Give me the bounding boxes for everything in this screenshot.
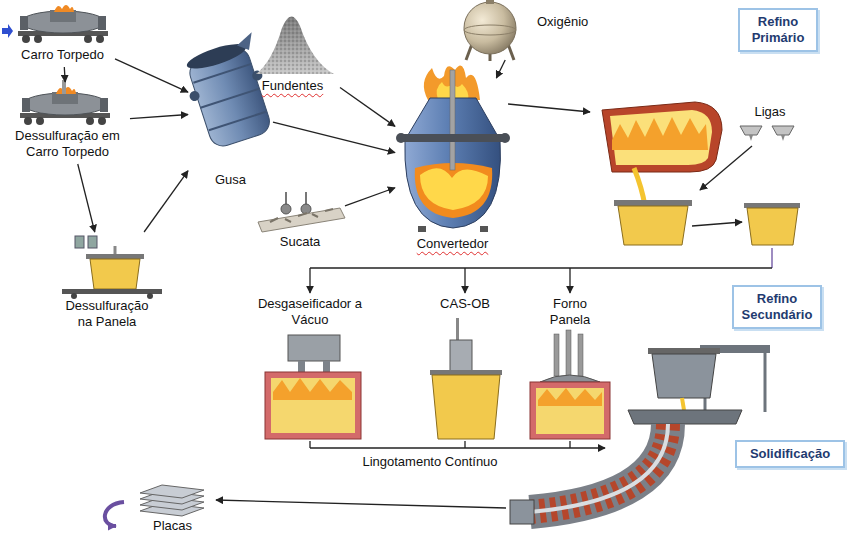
product-node: Placas: [135, 478, 210, 538]
node-label: Carro Torpedo: [10, 47, 115, 63]
flow-arrow: [78, 164, 95, 232]
node-label: Dessulfuração em Carro Torpedo: [5, 128, 130, 160]
node-label: Forno Panela: [540, 296, 600, 328]
equipment-node: Desgaseificador a Vácuo: [255, 296, 365, 441]
equipment-node: Carro Torpedo: [10, 3, 115, 67]
stage-box: Solidificação: [735, 440, 845, 468]
node-label: Ligas: [735, 104, 805, 120]
material-node: Gusa: [188, 30, 273, 193]
node-label: Convertedor: [395, 236, 510, 252]
node-label: Sucata: [255, 234, 345, 250]
flow-arrow: [496, 60, 505, 78]
equipment-node: Convertedor: [395, 78, 510, 256]
node-label: Refino Primário: [745, 14, 811, 46]
flow-arrow: [115, 59, 188, 92]
node-label: Oxigênio: [537, 14, 599, 30]
node-label: Gusa: [188, 172, 273, 188]
equipment-node: Forno Panela: [525, 296, 615, 441]
equipment-node: Dessulfuração na Panela: [45, 232, 170, 334]
stage-box: Refino Secundário: [732, 285, 822, 329]
node-label: Dessulfuração na Panela: [57, 298, 157, 330]
flow-arrow: [340, 88, 395, 127]
node-label: Fundentes: [245, 78, 340, 94]
equipment-node: CAS-OB: [425, 296, 505, 441]
node-label: Refino Secundário: [739, 291, 815, 323]
flow-arrow: [64, 67, 66, 82]
material-node: Fundentes: [245, 10, 340, 98]
flow-arrow: [273, 122, 395, 153]
stage-box: Refino Primário: [738, 8, 818, 52]
node-label: Desgaseificador a Vácuo: [255, 296, 365, 328]
material-node: Sucata: [255, 190, 345, 254]
material-node: Oxigênio: [445, 0, 595, 60]
node-label: CAS-OB: [425, 296, 505, 312]
node-label: Solidificação: [742, 446, 838, 462]
node-label: Placas: [135, 518, 210, 534]
flow-arrow: [130, 114, 188, 118]
material-node: Ligas: [735, 104, 805, 144]
flow-arrow: [144, 171, 188, 232]
process-label: Lingotamento Contínuo: [330, 454, 530, 470]
flow-arrow: [345, 188, 395, 206]
equipment-node: Dessulfuração em Carro Torpedo: [5, 82, 130, 164]
